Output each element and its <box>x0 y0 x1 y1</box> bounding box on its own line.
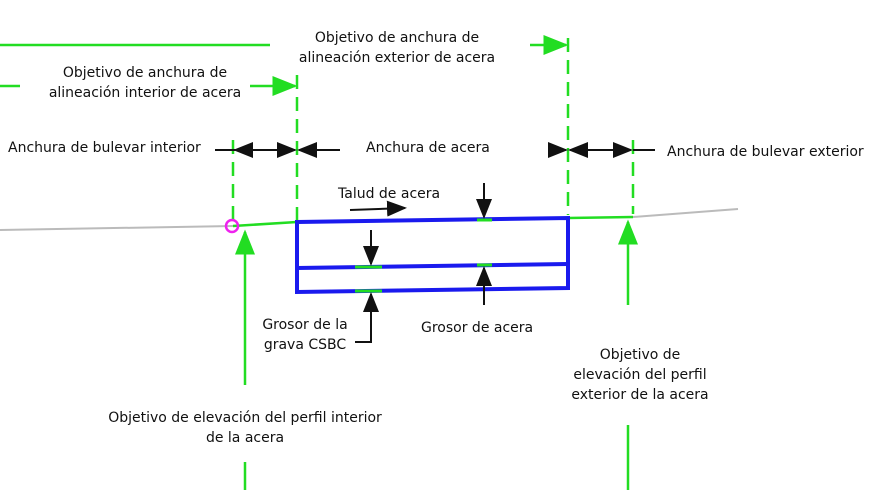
inner-elevation-target-label: Objetivo de elevación del perfil interio… <box>95 408 395 448</box>
dimension-arrows <box>215 142 655 343</box>
sidewalk-section <box>295 215 570 295</box>
gravel-thickness-label: Grosor de la grava CSBC <box>262 317 348 353</box>
sidewalk-thickness-label: Grosor de acera <box>421 318 534 338</box>
sidewalk-width-label: Anchura de acera <box>366 138 490 158</box>
outer-elevation-target-label: Objetivo de elevación del perfil exterio… <box>565 345 715 405</box>
outer-width-target-label: Objetivo de anchura de alineación exteri… <box>292 28 502 68</box>
inner-boulevard-width-label: Anchura de bulevar interior <box>8 138 201 158</box>
ground-line <box>0 208 739 231</box>
sidewalk-slope-label: Talud de acera <box>338 186 441 202</box>
outer-boulevard-width-label: Anchura de bulevar exterior <box>667 142 864 162</box>
inner-width-target-label: Objetivo de anchura de alineación interi… <box>40 63 250 103</box>
target-lines <box>0 35 638 490</box>
marker-icon <box>224 218 240 234</box>
